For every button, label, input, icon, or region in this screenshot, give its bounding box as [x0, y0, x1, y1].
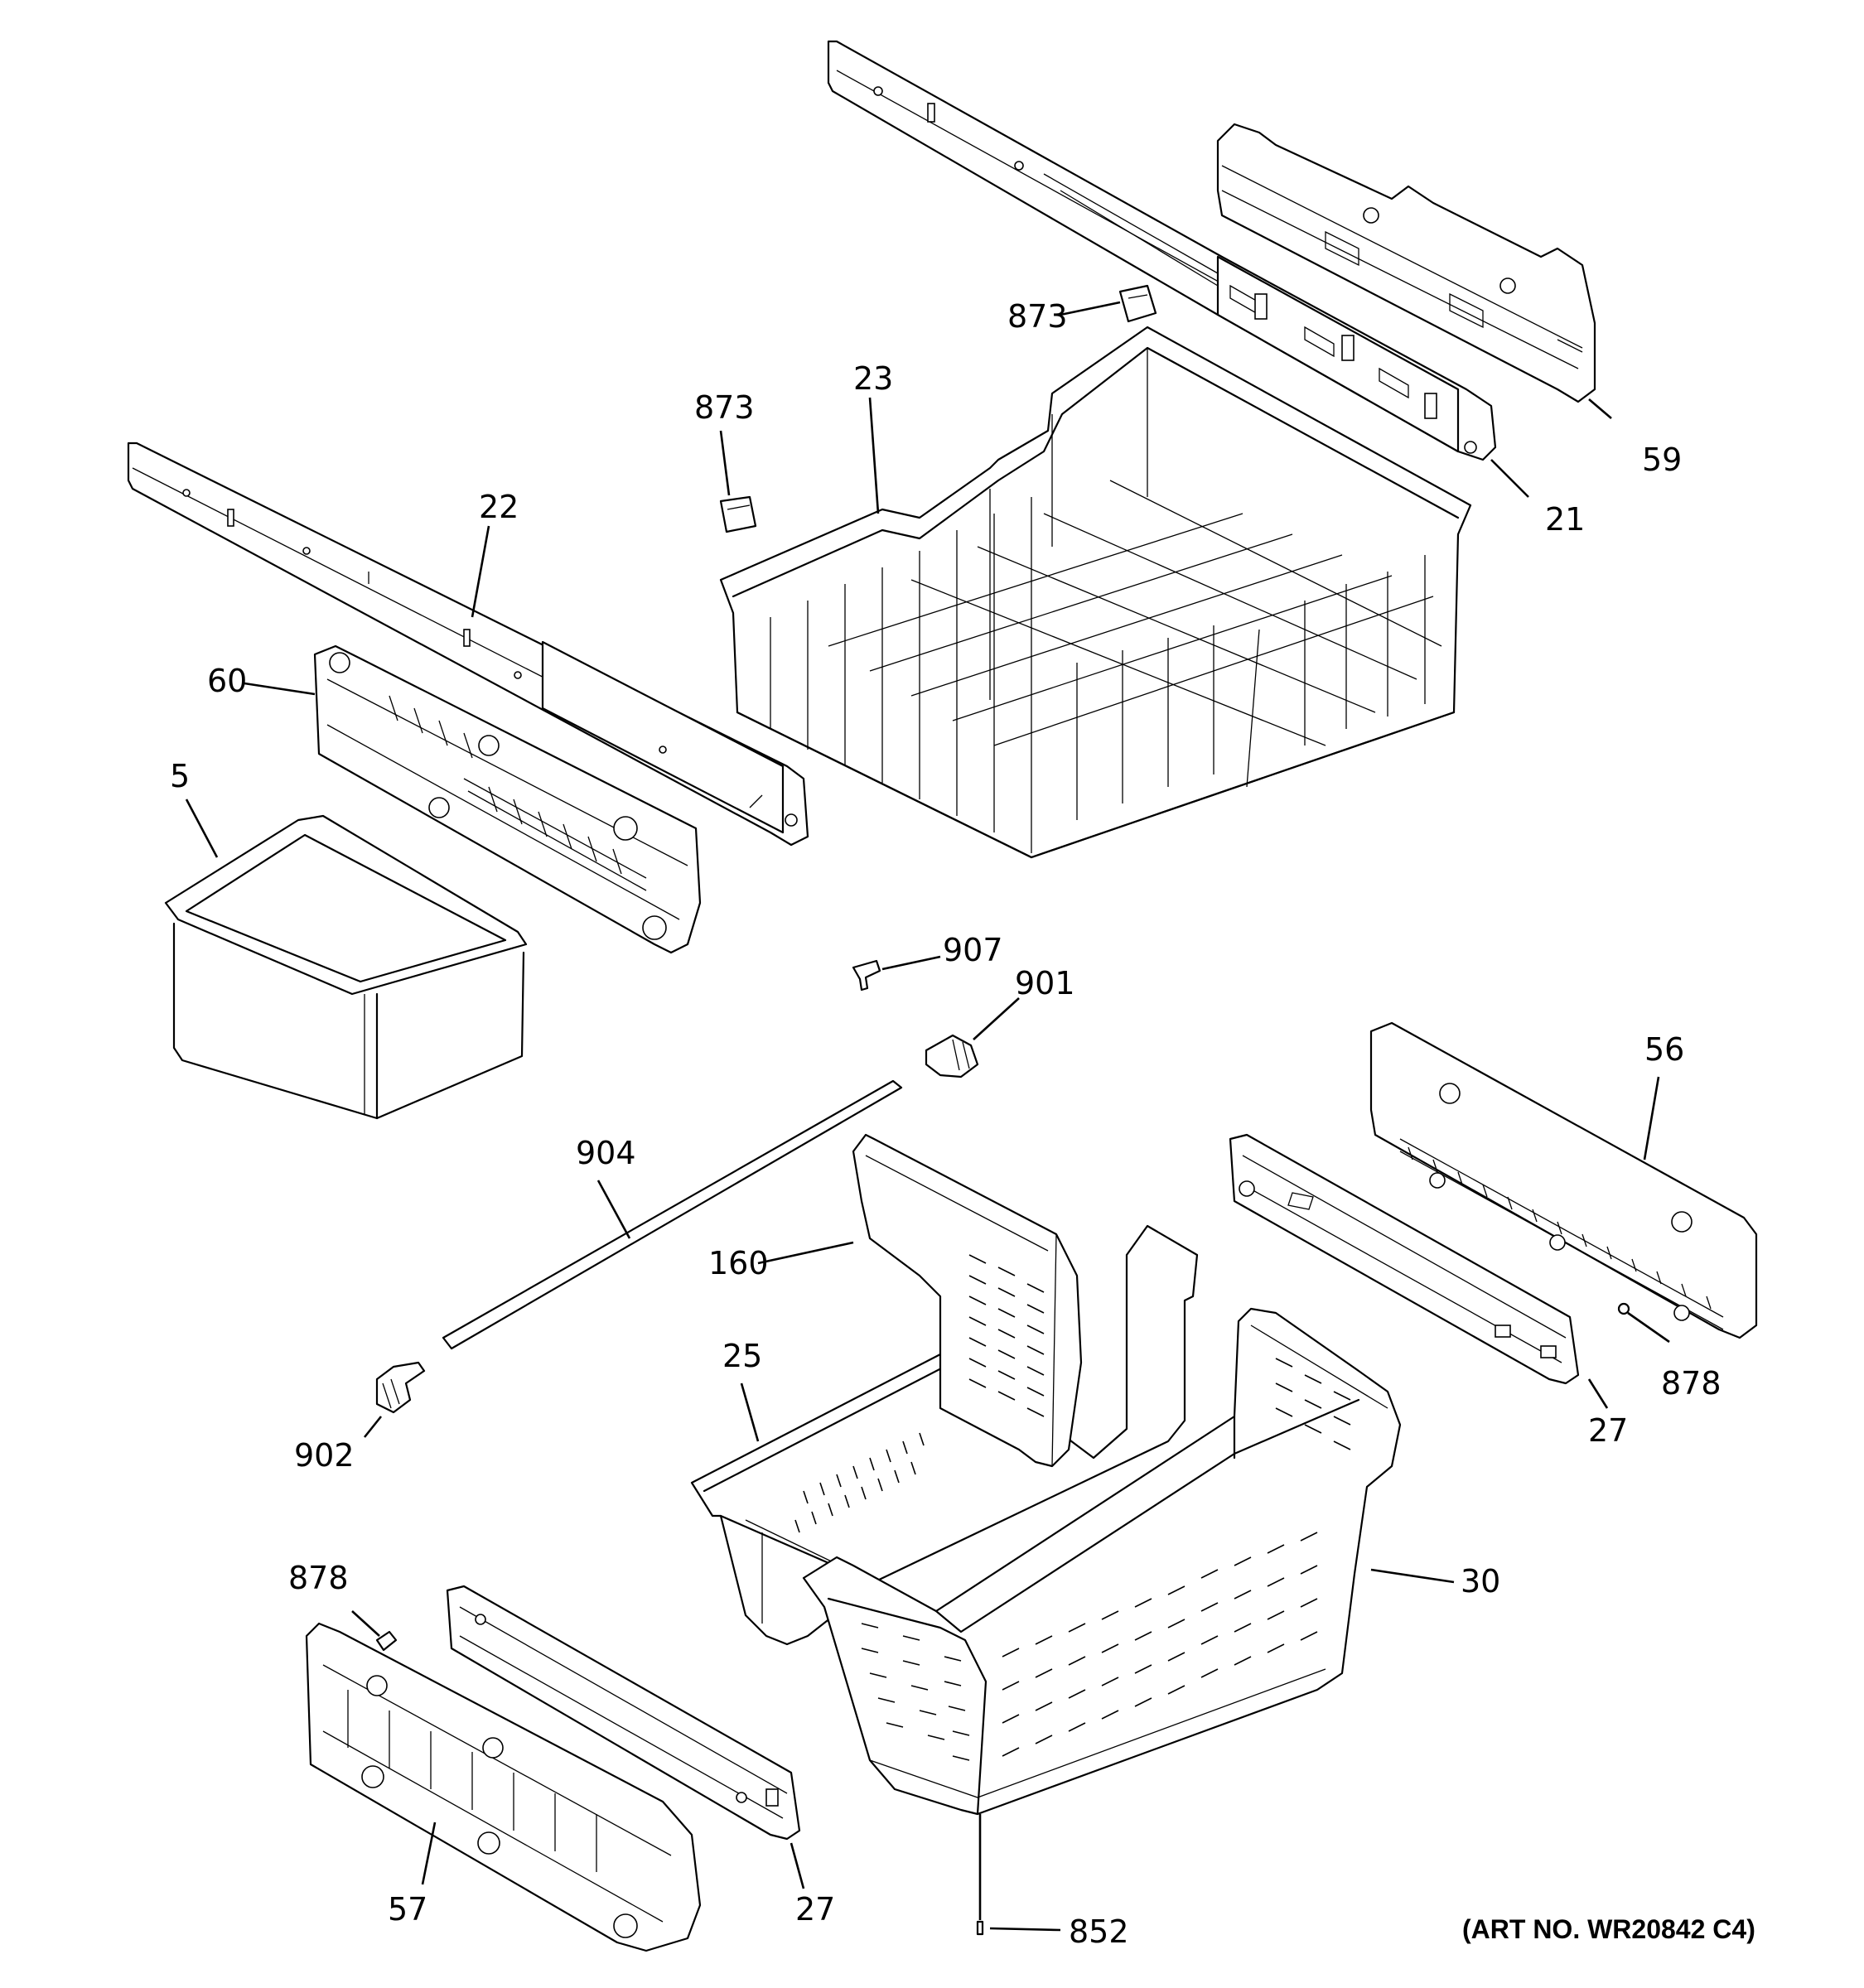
part-901-cap [925, 1034, 979, 1078]
callout-56: 56 [1644, 1031, 1684, 1068]
part-21-rail [827, 40, 1497, 461]
callout-878: 878 [1661, 1365, 1722, 1402]
part-873-clip-left [719, 495, 757, 533]
part-878-screw-left [375, 1630, 398, 1652]
callout-60: 60 [207, 663, 247, 699]
callout-873: 873 [694, 389, 755, 426]
callout-57: 57 [388, 1891, 427, 1928]
callout-904: 904 [576, 1135, 636, 1171]
callout-878: 878 [288, 1560, 349, 1596]
part-57-bracket [305, 1622, 702, 1952]
art-number: (ART NO. WR20842 C4) [1462, 1914, 1755, 1944]
part-907-pin [852, 959, 881, 992]
part-902-knob [375, 1361, 426, 1414]
callout-23: 23 [853, 360, 893, 397]
callout-labels: 59 21 873 873 23 22 60 5 907 901 56 904 … [170, 298, 1722, 1950]
part-873-clip-upper [1118, 284, 1157, 323]
callout-30: 30 [1461, 1563, 1500, 1600]
part-904-rod [442, 1079, 903, 1350]
callout-902: 902 [294, 1437, 355, 1474]
callout-901: 901 [1015, 965, 1075, 1001]
callout-22: 22 [479, 489, 519, 525]
part-160-divider [852, 1133, 1083, 1468]
part-852-screw [976, 1920, 984, 1936]
callout-59: 59 [1642, 442, 1682, 478]
part-27-rail-left [446, 1585, 801, 1841]
part-23-wire-basket [719, 326, 1472, 859]
callout-21: 21 [1545, 501, 1585, 538]
part-30-basket [802, 1307, 1402, 1816]
callout-25: 25 [722, 1338, 762, 1374]
part-5-pan [164, 814, 528, 1120]
callout-873: 873 [1007, 298, 1068, 335]
part-60-bracket [313, 644, 702, 954]
callout-27: 27 [795, 1891, 835, 1928]
part-56-bracket [1369, 1021, 1758, 1339]
leader-lines [185, 301, 1670, 1932]
callout-160: 160 [708, 1245, 769, 1281]
callout-27: 27 [1588, 1412, 1628, 1449]
callout-852: 852 [1069, 1913, 1129, 1950]
callout-5: 5 [170, 758, 190, 794]
callout-907: 907 [943, 932, 1003, 968]
part-27-rail-right [1229, 1133, 1580, 1385]
part-878-screw-right [1617, 1302, 1630, 1315]
part-59-bracket [1216, 123, 1596, 403]
part-22-rail [127, 442, 809, 847]
